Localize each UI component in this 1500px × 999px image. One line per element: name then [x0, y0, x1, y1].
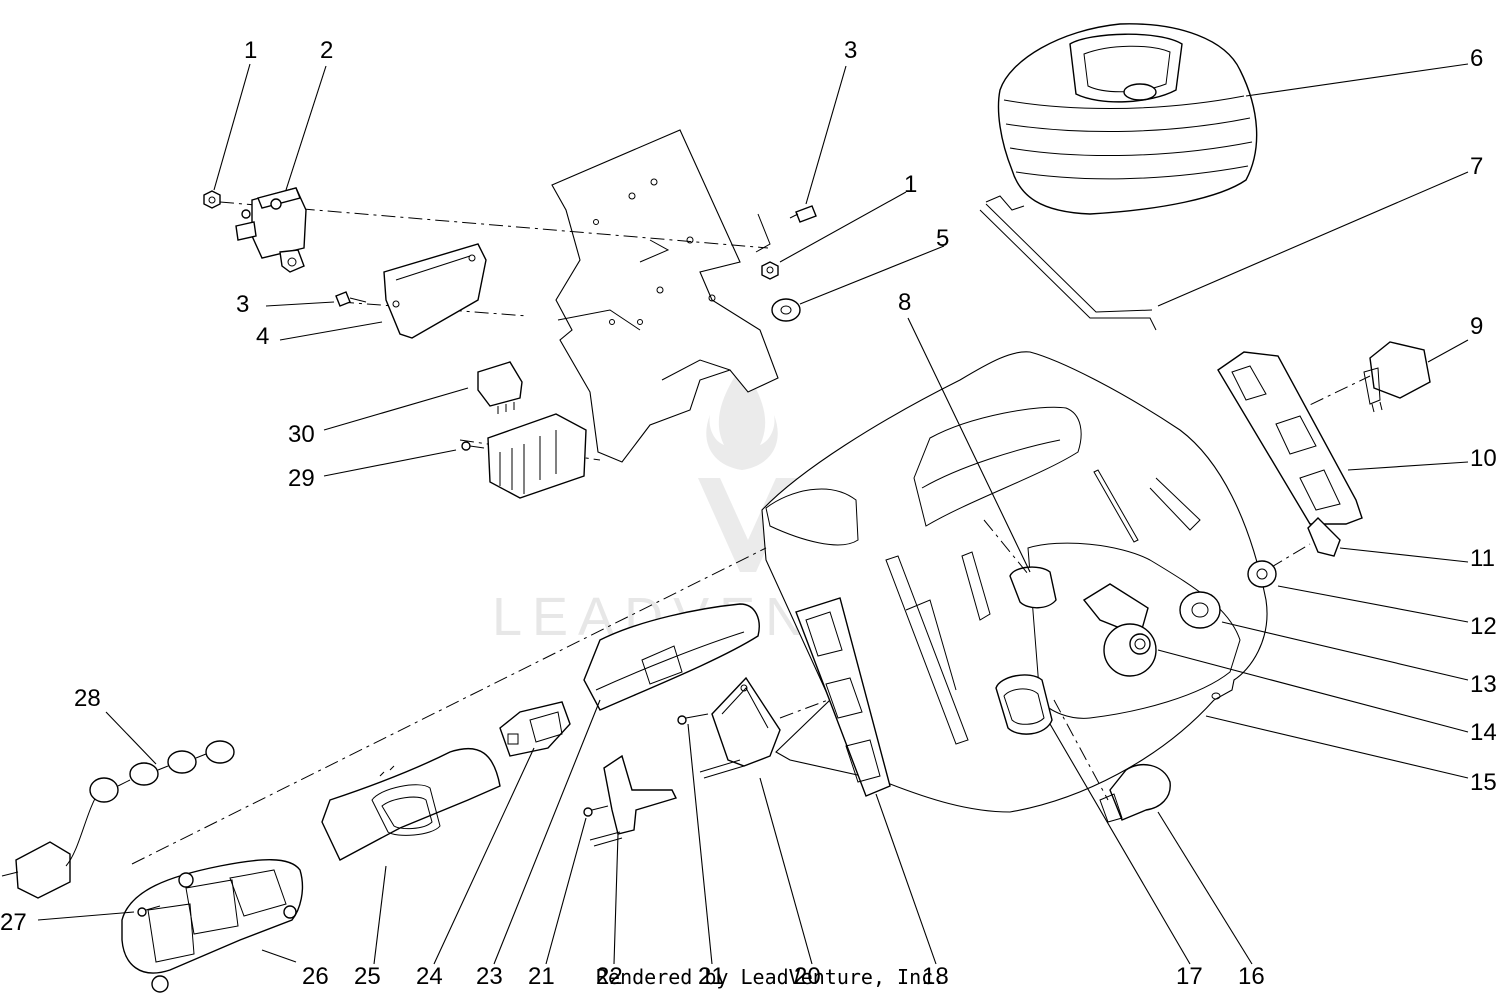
callout-label: 12 [1470, 613, 1497, 640]
callout-label: 29 [288, 465, 315, 492]
callout-label: 24 [416, 963, 443, 990]
fascia-cover [321, 747, 501, 861]
grommet [1179, 591, 1221, 629]
callout-label: 23 [476, 963, 503, 990]
screw [677, 713, 709, 725]
callout-label: 1 [904, 171, 917, 198]
starter-solenoid [235, 187, 307, 273]
switch-panel [795, 597, 891, 797]
shift-rod [979, 195, 1157, 331]
callout-label: 1 [244, 37, 257, 64]
alignment-line [1269, 543, 1311, 569]
callout-label: 28 [74, 685, 101, 712]
callout-label: 17 [1176, 963, 1203, 990]
switch-bezel [1217, 351, 1363, 525]
relay-mounting-bracket [551, 129, 779, 463]
hex-nut [761, 261, 779, 280]
callout-label: 3 [236, 291, 249, 318]
mounting-bracket [589, 754, 677, 847]
callout-label: 6 [1470, 45, 1483, 72]
callout-label: 11 [1470, 545, 1495, 572]
render-credit: Rendered by LeadVenture, Inc. [596, 965, 945, 989]
callout-labels: 1 2 3 6 1 7 5 8 3 9 4 30 10 29 11 12 13 … [0, 37, 1497, 990]
callout-label: 5 [936, 225, 949, 252]
callout-label: 25 [354, 963, 381, 990]
display-lens [583, 603, 760, 711]
cap-screw [335, 291, 367, 307]
alignment-line [755, 213, 771, 253]
spacer-washer [771, 298, 801, 322]
switch-cap [1363, 341, 1431, 413]
alignment-line [219, 201, 769, 249]
leader-lines [37, 63, 1469, 965]
screw [583, 805, 609, 817]
control-module [383, 243, 487, 339]
shift-boot [997, 23, 1258, 215]
callout-label: 9 [1470, 313, 1483, 340]
alignment-line [131, 547, 767, 865]
wire-harness [1, 740, 235, 899]
ignition-switch [1082, 583, 1157, 677]
callout-label: 7 [1470, 153, 1483, 180]
callout-label: 3 [844, 37, 857, 64]
alignment-line [639, 239, 670, 263]
alignment-line [983, 519, 1029, 575]
switch-bracket [699, 676, 781, 779]
callout-label: 8 [898, 289, 911, 316]
hex-nut [203, 190, 221, 209]
lower-switch-panel [121, 859, 304, 993]
fuse-block [487, 413, 587, 499]
callout-label: 18 [922, 963, 949, 990]
callout-label: 20 [794, 963, 821, 990]
callout-label: 22 [596, 963, 623, 990]
screw [461, 441, 485, 451]
callout-label: 4 [256, 323, 269, 350]
callout-label: 14 [1470, 719, 1497, 746]
control-knob [1099, 763, 1171, 823]
callout-label: 26 [302, 963, 329, 990]
alignment-line [1053, 699, 1109, 801]
callout-label: 21 [698, 963, 725, 990]
flat-washer [1247, 560, 1277, 588]
callout-label: 10 [1470, 445, 1497, 472]
callout-label: 21 [528, 963, 555, 990]
rocker-switch [1009, 566, 1057, 609]
callout-label: 27 [0, 909, 27, 936]
retaining-clip [1307, 517, 1341, 557]
relay [477, 361, 523, 414]
alignment-line [779, 699, 829, 719]
callout-label: 30 [288, 421, 315, 448]
screw [137, 905, 161, 917]
callout-label: 16 [1238, 963, 1265, 990]
callout-label: 2 [320, 37, 333, 64]
indicator-lamp [499, 701, 571, 757]
callout-label: 15 [1470, 769, 1497, 796]
callout-label: 13 [1470, 671, 1497, 698]
cap-screw [789, 205, 817, 223]
